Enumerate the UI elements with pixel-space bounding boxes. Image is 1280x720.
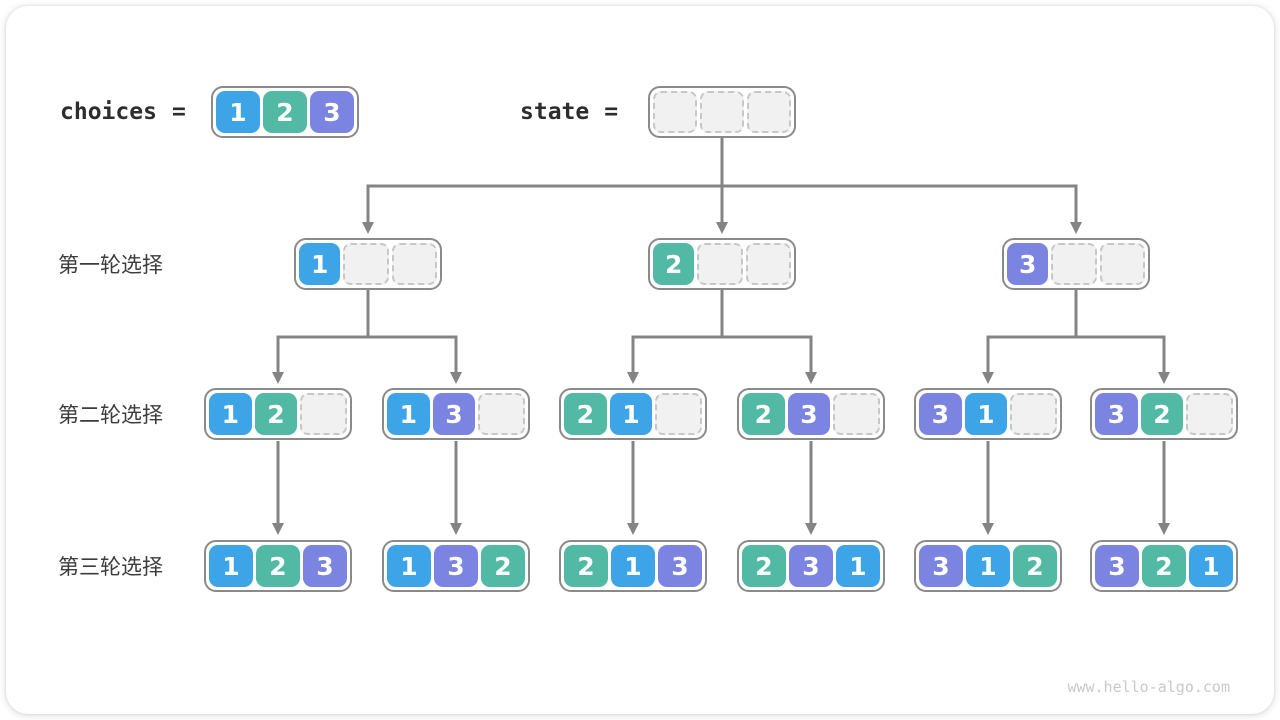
cell bbox=[653, 91, 697, 133]
cell: 3 bbox=[789, 545, 833, 587]
cell: 1 bbox=[387, 545, 431, 587]
node-r3-231: 2 3 1 bbox=[737, 540, 885, 592]
cell bbox=[478, 393, 526, 435]
cell: 2 bbox=[254, 393, 298, 435]
cell bbox=[833, 393, 881, 435]
node-choices: 1 2 3 bbox=[211, 86, 359, 138]
node-r3-123: 1 2 3 bbox=[204, 540, 352, 592]
cell: 3 bbox=[1095, 545, 1139, 587]
node-r2-13: 1 3 bbox=[382, 388, 530, 440]
choices-equals-sign: = bbox=[171, 99, 186, 125]
state-label: state = bbox=[520, 86, 618, 138]
choices-label: choices = bbox=[60, 86, 186, 138]
cell: 3 bbox=[919, 545, 963, 587]
node-r3-132: 1 3 2 bbox=[382, 540, 530, 592]
watermark-url: www.hello-algo.com bbox=[1067, 678, 1230, 696]
cell: 2 bbox=[256, 545, 300, 587]
choices-label-text: choices bbox=[60, 99, 157, 125]
cell: 3 bbox=[1095, 393, 1138, 435]
cell: 3 bbox=[658, 545, 702, 587]
state-equals-sign: = bbox=[604, 99, 619, 125]
cell bbox=[1010, 393, 1058, 435]
node-r2-32: 3 2 bbox=[1090, 388, 1238, 440]
node-r3-321: 3 2 1 bbox=[1090, 540, 1238, 592]
cell: 1 bbox=[209, 393, 252, 435]
node-r2-31: 3 1 bbox=[914, 388, 1062, 440]
cell bbox=[1186, 393, 1234, 435]
cell: 1 bbox=[299, 243, 341, 285]
round-1-label: 第一轮选择 bbox=[58, 254, 163, 277]
cell: 2 bbox=[564, 545, 608, 587]
cell: 1 bbox=[966, 545, 1010, 587]
cell: 1 bbox=[609, 393, 653, 435]
cell: 2 bbox=[564, 393, 607, 435]
cell: 2 bbox=[653, 243, 695, 285]
node-r2-21: 2 1 bbox=[559, 388, 707, 440]
cell: 2 bbox=[1140, 393, 1184, 435]
node-r1-2: 2 bbox=[648, 238, 796, 290]
cell: 3 bbox=[310, 91, 354, 133]
node-r2-23: 2 3 bbox=[737, 388, 885, 440]
cell: 3 bbox=[919, 393, 962, 435]
cell: 3 bbox=[434, 545, 478, 587]
cell: 2 bbox=[742, 393, 785, 435]
state-label-text: state bbox=[520, 99, 590, 125]
cell: 1 bbox=[964, 393, 1008, 435]
cell: 3 bbox=[1007, 243, 1049, 285]
cell bbox=[747, 91, 791, 133]
node-r1-3: 3 bbox=[1002, 238, 1150, 290]
cell bbox=[343, 243, 389, 285]
cell bbox=[1051, 243, 1097, 285]
cell: 1 bbox=[836, 545, 880, 587]
cell bbox=[300, 393, 348, 435]
node-r2-12: 1 2 bbox=[204, 388, 352, 440]
cell: 2 bbox=[742, 545, 786, 587]
round-3-label: 第三轮选择 bbox=[58, 556, 163, 579]
cell: 1 bbox=[1189, 545, 1233, 587]
cell bbox=[391, 243, 437, 285]
cell bbox=[1099, 243, 1145, 285]
cell bbox=[697, 243, 743, 285]
node-state-empty bbox=[648, 86, 796, 138]
cell: 2 bbox=[1142, 545, 1186, 587]
node-r1-1: 1 bbox=[294, 238, 442, 290]
cell bbox=[700, 91, 744, 133]
cell: 1 bbox=[216, 91, 260, 133]
cell: 3 bbox=[303, 545, 347, 587]
cell: 3 bbox=[787, 393, 831, 435]
cell bbox=[745, 243, 791, 285]
cell bbox=[655, 393, 703, 435]
node-r3-213: 2 1 3 bbox=[559, 540, 707, 592]
cell: 3 bbox=[432, 393, 476, 435]
cell: 2 bbox=[1013, 545, 1057, 587]
cell: 1 bbox=[611, 545, 655, 587]
cell: 1 bbox=[387, 393, 430, 435]
round-2-label: 第二轮选择 bbox=[58, 404, 163, 427]
cell: 2 bbox=[263, 91, 307, 133]
cell: 1 bbox=[209, 545, 253, 587]
cell: 2 bbox=[481, 545, 525, 587]
node-r3-312: 3 1 2 bbox=[914, 540, 1062, 592]
